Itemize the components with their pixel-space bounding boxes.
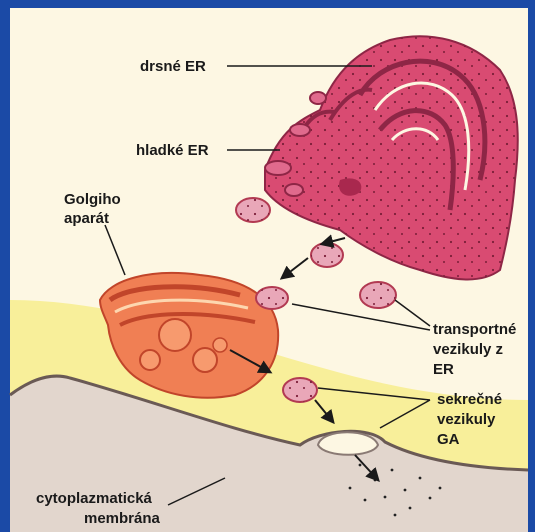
label-secretory-line3: GA [437,431,460,448]
label-transport-line3: ER [433,361,454,378]
label-smooth-er: hladké ER [136,142,209,159]
label-secretory-line1: sekrečné [437,391,502,408]
label-transport-line2: vezikuly z [433,341,503,358]
label-rough-er: drsné ER [140,58,206,75]
label-golgi-line2: aparát [64,210,109,227]
label-secretory-line2: vezikuly [437,411,496,428]
label-membrane-line2: membrána [84,510,161,527]
label-membrane-line1: cytoplazmatická [36,490,153,507]
label-golgi-line1: Golgiho [64,191,121,208]
label-transport-line1: transportné [433,321,516,338]
